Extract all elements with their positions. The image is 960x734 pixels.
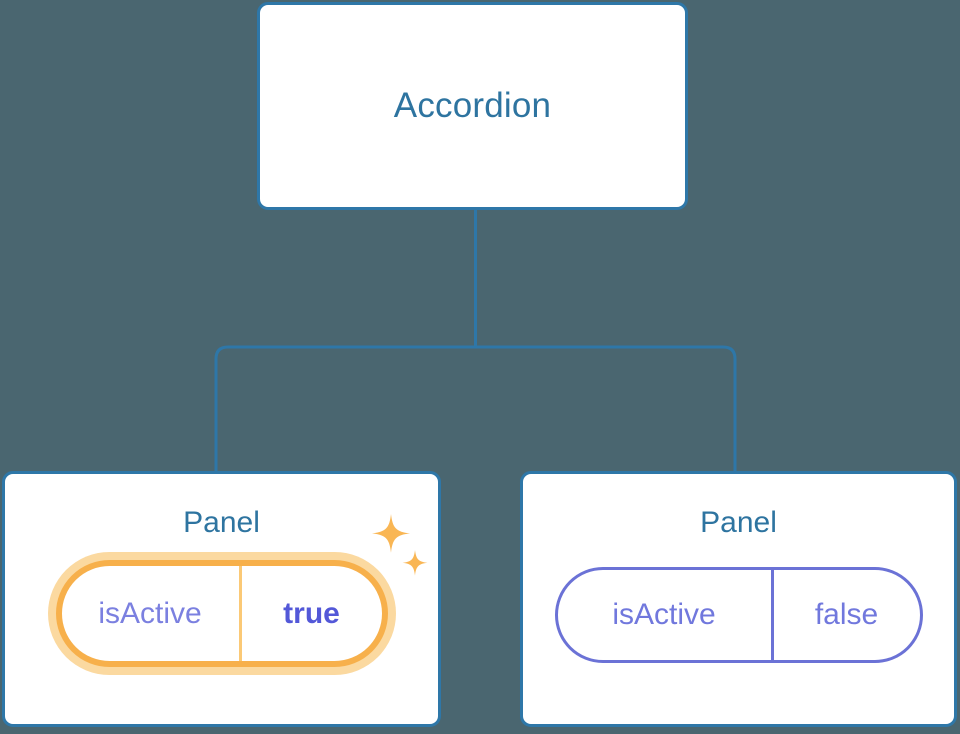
node-panel-inactive[interactable]: Panel isActive false bbox=[520, 471, 957, 727]
prop-pill-active-value: true bbox=[283, 596, 340, 630]
node-accordion-title: Accordion bbox=[393, 86, 552, 125]
node-panel-active[interactable]: Panel isActive true bbox=[2, 471, 441, 727]
connector-branch-left bbox=[214, 345, 476, 471]
node-accordion[interactable]: Accordion bbox=[257, 2, 688, 210]
sparkles-icon bbox=[371, 514, 427, 576]
prop-pill-active-key: isActive bbox=[62, 566, 242, 661]
prop-pill-inactive[interactable]: isActive false bbox=[554, 567, 923, 663]
prop-pill-active[interactable]: isActive true bbox=[55, 560, 388, 667]
node-panel-inactive-title: Panel bbox=[700, 506, 777, 539]
prop-pill-inactive-key: isActive bbox=[558, 570, 774, 660]
prop-pill-inactive-wrapper: isActive false bbox=[554, 567, 923, 663]
node-panel-active-title: Panel bbox=[183, 506, 260, 539]
prop-pill-active-wrapper: isActive true bbox=[47, 514, 427, 675]
prop-pill-inactive-value: false bbox=[814, 598, 879, 631]
connector-branch-right bbox=[475, 345, 737, 471]
